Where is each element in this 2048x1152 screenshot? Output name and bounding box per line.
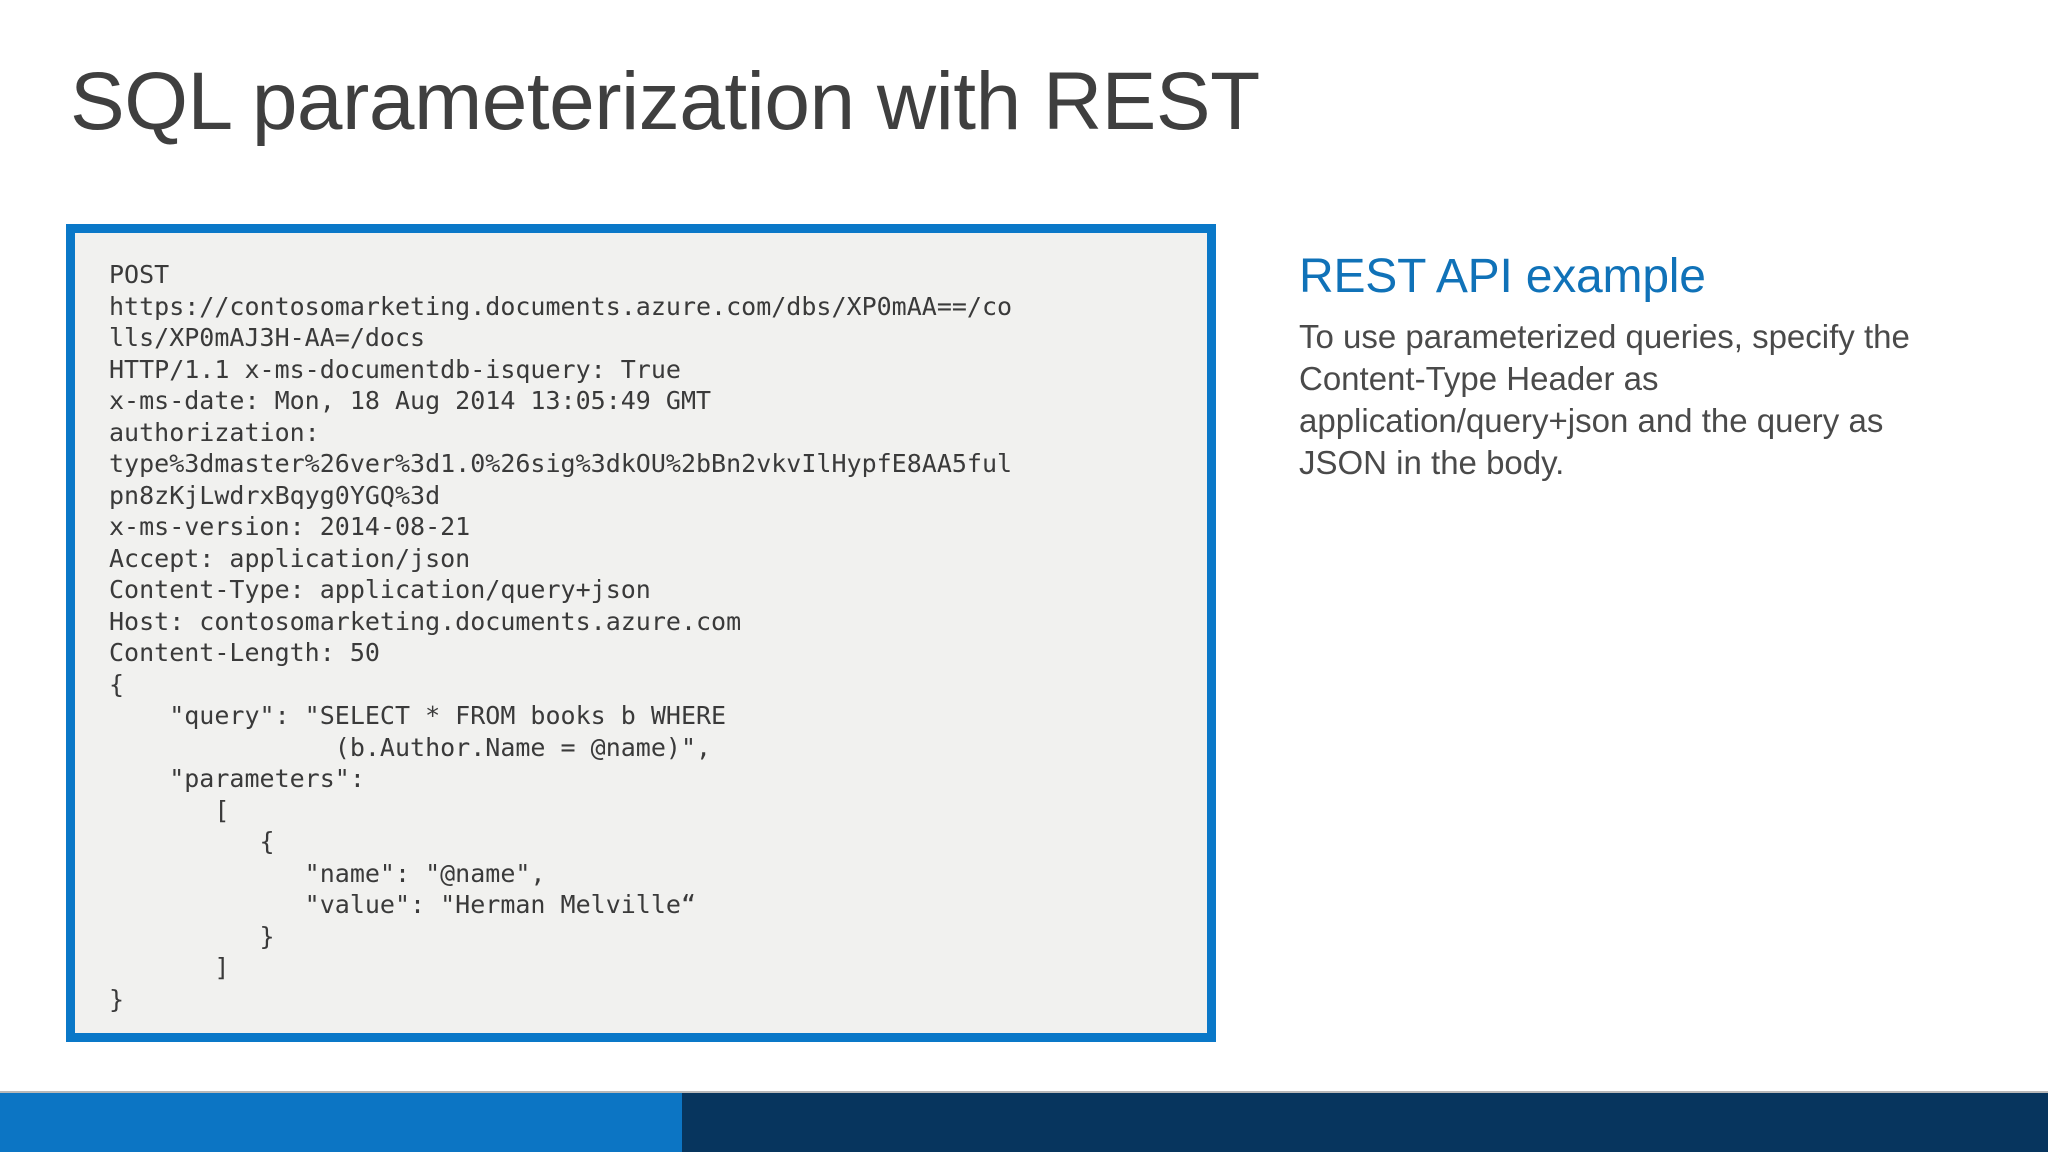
page-title: SQL parameterization with REST: [70, 56, 1260, 147]
http-request-code: POST https://contosomarketing.documents.…: [109, 260, 1013, 1014]
bottom-bar: [0, 1093, 2048, 1152]
side-heading: REST API example: [1299, 250, 1706, 303]
bottom-bar-left-segment: [0, 1093, 682, 1152]
bottom-bar-hairline: [0, 1091, 2048, 1093]
bottom-bar-right-segment: [682, 1093, 2048, 1152]
side-column: REST API example To use parameterized qu…: [1299, 250, 1949, 484]
code-panel-inner: POST https://contosomarketing.documents.…: [75, 233, 1207, 1033]
side-body-text: To use parameterized queries, specify th…: [1299, 317, 1910, 481]
code-panel: POST https://contosomarketing.documents.…: [66, 224, 1216, 1042]
